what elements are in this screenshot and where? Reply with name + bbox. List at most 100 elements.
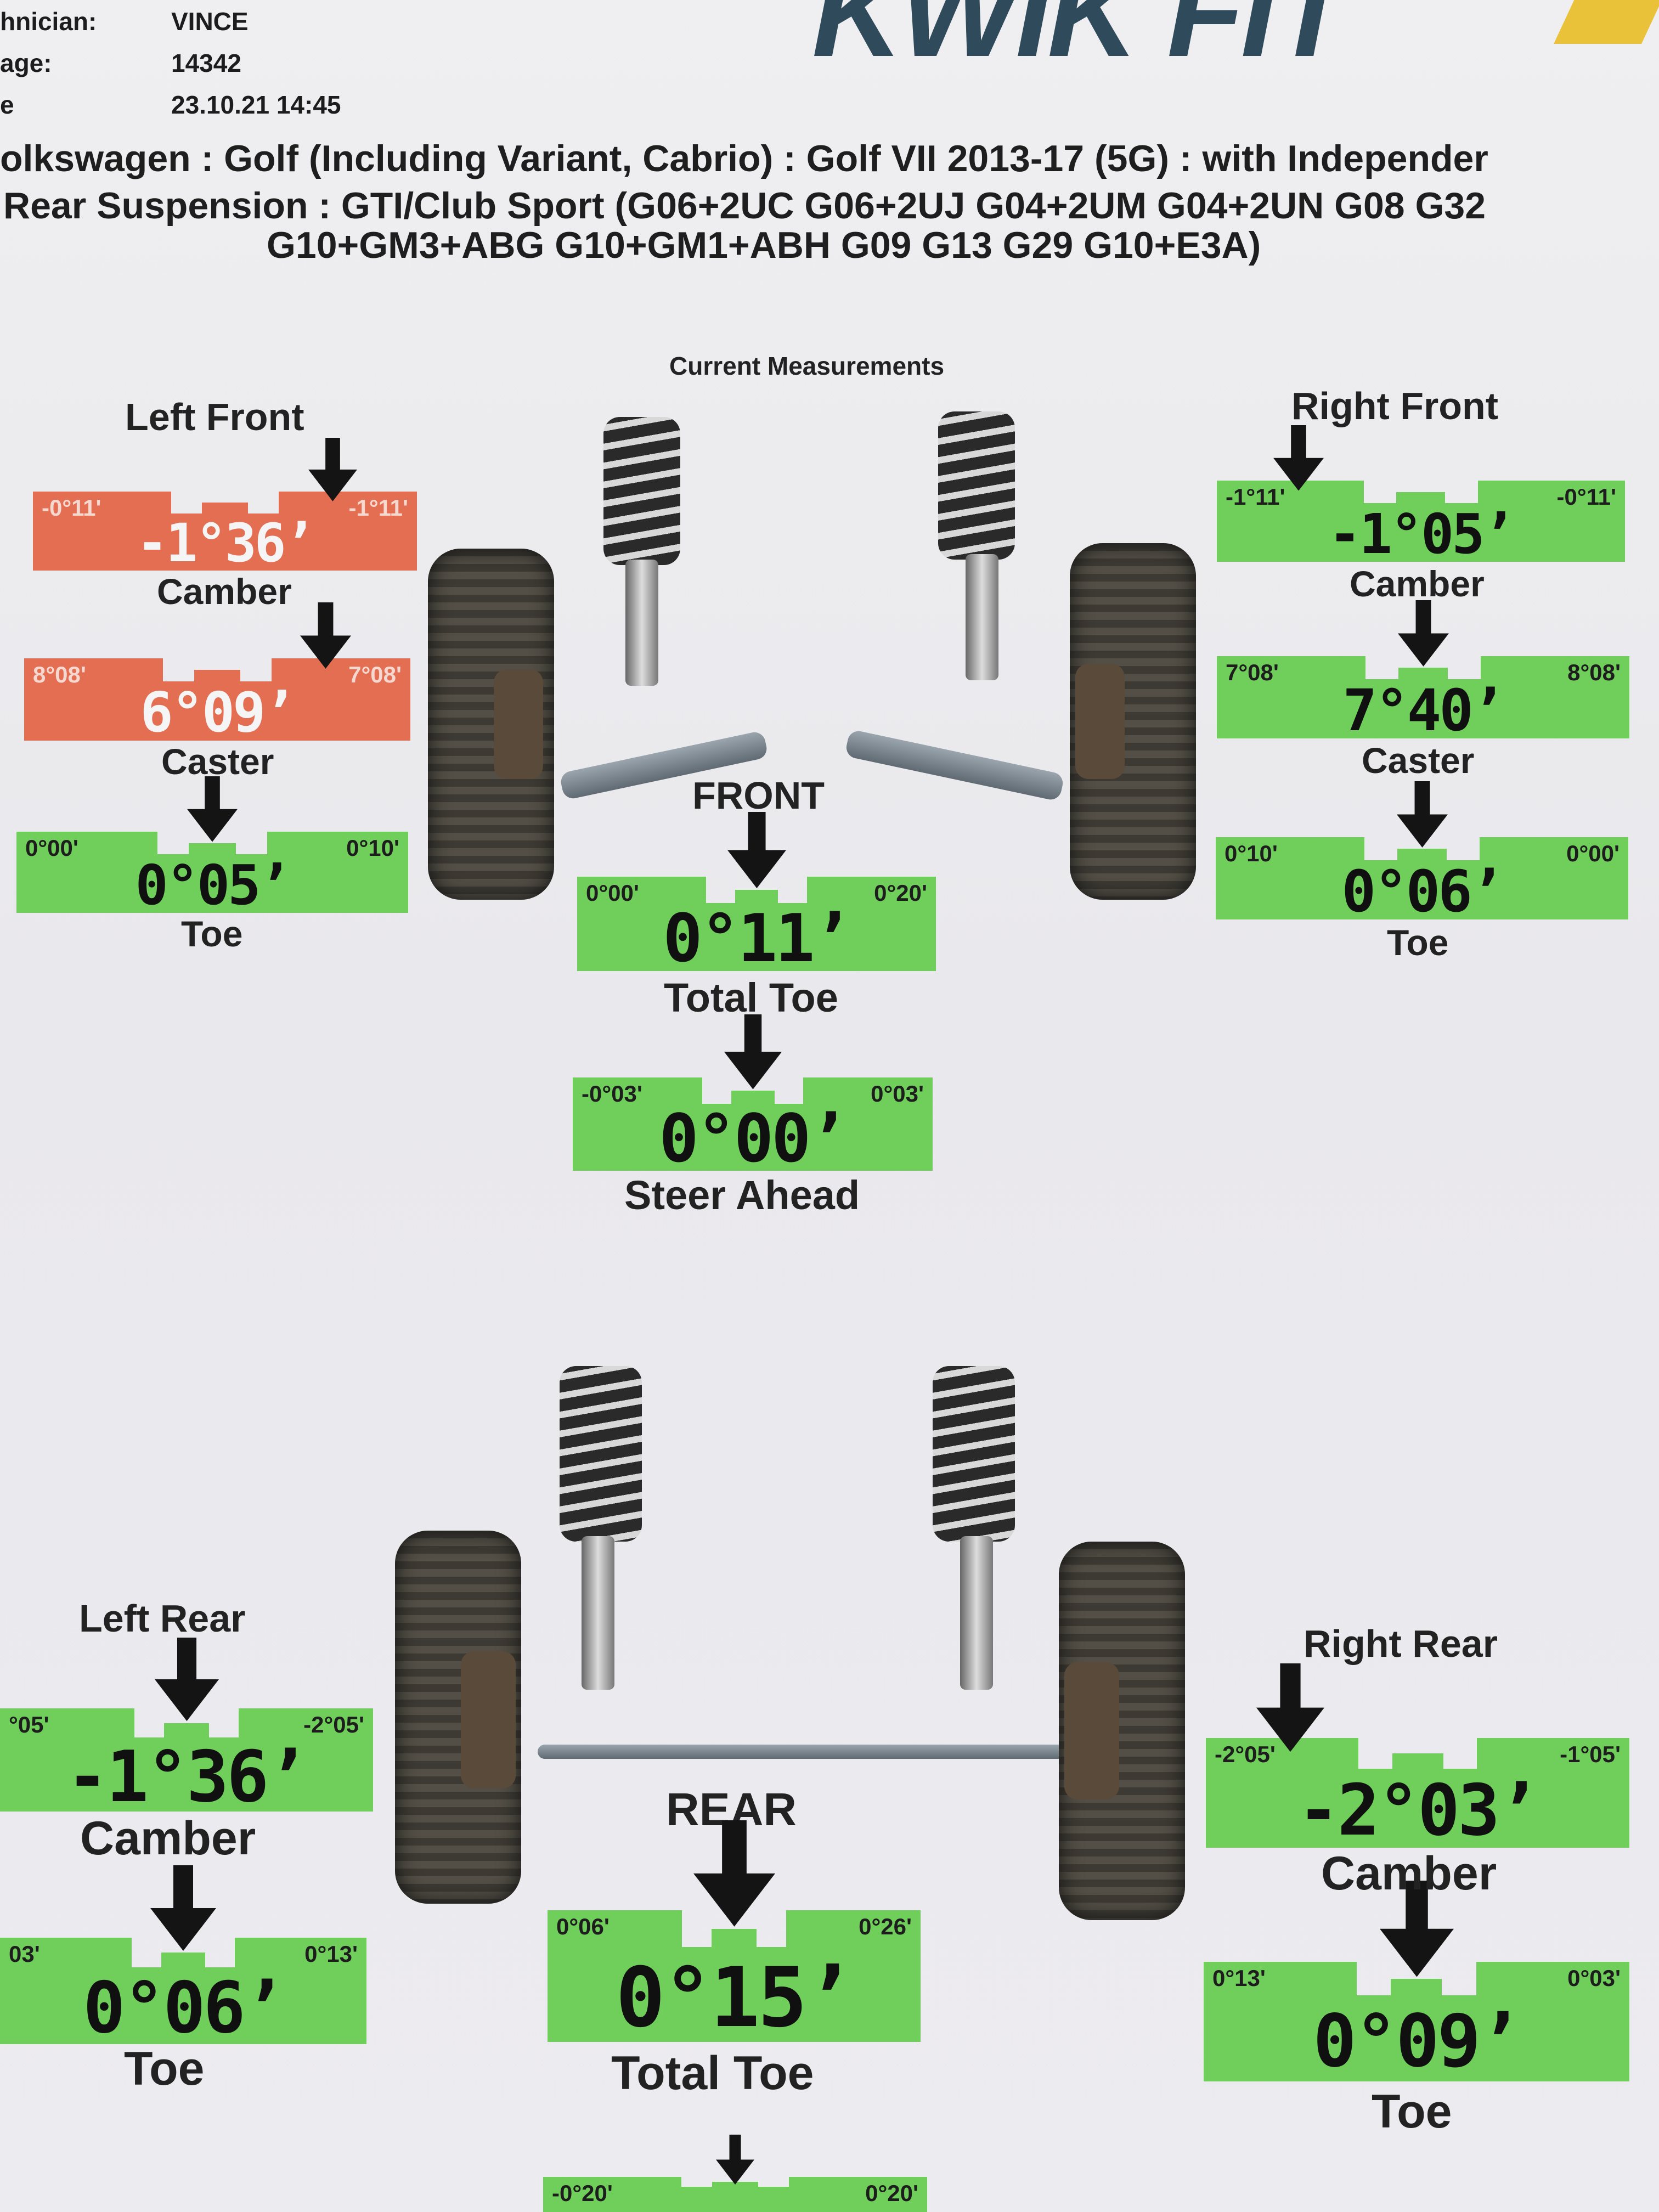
front-total-toe-arrow-icon xyxy=(727,812,786,889)
front-right-camber-label: Camber xyxy=(1350,563,1485,604)
front-right-toe-gauge: 0°10' 0°00' 0°06’ xyxy=(1216,837,1628,925)
front-right-caster-arrow-icon xyxy=(1397,600,1449,667)
front-left-strut xyxy=(625,560,658,686)
front-left-toe-gauge-left-shoulder xyxy=(16,832,157,854)
front-right-camber-gauge-center-notch xyxy=(1396,492,1445,504)
front-right-camber-gauge: -1°11' -0°11' -1°05’ xyxy=(1217,481,1625,566)
rear-thrust-arrow-icon xyxy=(716,2135,754,2185)
front-right-camber-value: -1°05’ xyxy=(1328,501,1515,566)
rear-left-toe-arrow-icon xyxy=(150,1865,216,1951)
front-left-camber-gauge-center-notch xyxy=(202,503,248,514)
front-left-caster-gauge-center-notch xyxy=(194,670,240,681)
rear-right-toe-min-value: 0°13' xyxy=(1212,1965,1266,1991)
rear-left-camber-gauge-right-shoulder xyxy=(239,1708,373,1737)
rear-left-camber-max-value: -2°05' xyxy=(303,1712,364,1737)
rear-total-toe-value: 0°15’ xyxy=(616,1950,855,2046)
front-right-toe-min-value: 0°10' xyxy=(1224,840,1278,866)
rear-left-camber-gauge: °05'-2°05'-1°36’ xyxy=(0,1708,373,1818)
rear-right-strut xyxy=(960,1536,993,1690)
steer-ahead-label: Steer Ahead xyxy=(624,1172,860,1218)
front-left-camber-arrow-icon xyxy=(308,438,357,501)
front-right-camber-gauge-right-shoulder xyxy=(1478,481,1625,503)
rear-left-camber-gauge-bar xyxy=(0,1737,373,1812)
rear-right-camber-min-value: -2°05' xyxy=(1215,1741,1276,1767)
rear-right-toe-max-value: 0°03' xyxy=(1567,1965,1621,1991)
steer-ahead-max-value: 0°03' xyxy=(871,1081,924,1107)
front-right-camber-arrow-icon xyxy=(1273,425,1324,491)
rear-right-camber-value: -2°03’ xyxy=(1297,1770,1540,1852)
rear-left-camber-gauge-left-shoulder xyxy=(0,1708,134,1737)
front-axle-label: FRONT xyxy=(692,774,825,817)
front-right-toe-gauge-center-notch xyxy=(1397,849,1447,860)
steer-ahead-arrow-icon xyxy=(724,1014,782,1089)
rear-left-toe-gauge-bar xyxy=(0,1967,366,2044)
front-right-toe-value: 0°06’ xyxy=(1341,858,1504,925)
front-right-toe-max-value: 0°00' xyxy=(1566,840,1620,866)
rear-right-camber-gauge-bar xyxy=(1206,1769,1629,1848)
rear-right-camber-gauge-center-notch xyxy=(1392,1753,1443,1769)
rear-thrust-gauge-left-shoulder xyxy=(543,2177,681,2187)
rear-thrust-gauge: -0°20' 0°20' xyxy=(543,2177,927,2212)
front-left-camber-label: Camber xyxy=(157,571,292,612)
front-left-spring xyxy=(603,417,680,565)
rear-left-toe-gauge-right-shoulder xyxy=(235,1938,366,1967)
front-total-toe-gauge-center-notch xyxy=(735,890,778,903)
rear-total-toe-label: Total Toe xyxy=(611,2047,814,2100)
rear-left-hub xyxy=(461,1651,516,1788)
front-left-toe-gauge-center-notch xyxy=(189,843,236,855)
front-left-caster-max-value: 7°08' xyxy=(348,662,402,687)
front-left-caster-min-value: 8°08' xyxy=(33,662,86,687)
rear-left-camber-gauge-center-notch xyxy=(164,1723,209,1738)
rear-right-hub xyxy=(1064,1662,1119,1799)
front-right-toe-gauge-left-shoulder xyxy=(1216,837,1364,860)
rear-total-toe-gauge-bar xyxy=(548,1947,921,2042)
rear-right-toe-label: Toe xyxy=(1372,2085,1452,2138)
steer-ahead-value: 0°00’ xyxy=(659,1101,848,1177)
rear-right-camber-label: Camber xyxy=(1321,1847,1497,1900)
front-left-caster-gauge-bar xyxy=(24,681,410,741)
front-right-caster-gauge-right-shoulder xyxy=(1481,656,1629,679)
steer-ahead-min-value: -0°03' xyxy=(582,1081,642,1107)
rear-left-camber-value: -1°36’ xyxy=(66,1736,309,1818)
rear-thrust-min-value: -0°20' xyxy=(552,2180,613,2206)
rear-left-spring xyxy=(560,1366,642,1542)
front-left-toe-min-value: 0°00' xyxy=(25,835,78,861)
front-right-caster-gauge-left-shoulder xyxy=(1217,656,1365,679)
front-left-camber-value: -1°36’ xyxy=(136,512,316,574)
right-front-title: Right Front xyxy=(1291,385,1499,427)
rear-left-toe-value: 0°06’ xyxy=(83,1967,285,2049)
front-right-caster-gauge-center-notch xyxy=(1398,668,1448,679)
front-right-toe-gauge-right-shoulder xyxy=(1480,837,1628,860)
steer-ahead-gauge-left-shoulder xyxy=(573,1077,702,1104)
rear-left-camber-arrow-icon xyxy=(154,1638,219,1722)
front-left-hub xyxy=(494,669,543,779)
front-left-caster-gauge-left-shoulder xyxy=(24,658,163,681)
rear-left-toe-min-value: 03' xyxy=(9,1941,40,1967)
rear-left-toe-label: Toe xyxy=(124,2042,205,2095)
vehicle-line-3: G10+GM3+ABG G10+GM1+ABH G09 G13 G29 G10+… xyxy=(267,224,1261,266)
front-total-toe-value: 0°11’ xyxy=(663,901,852,977)
rear-left-camber-label: Camber xyxy=(80,1812,256,1865)
front-right-camber-max-value: -0°11' xyxy=(1556,484,1616,510)
rear-right-toe-arrow-icon xyxy=(1379,1880,1454,1977)
rear-total-toe-gauge-right-shoulder xyxy=(786,1910,921,1947)
logo-accent xyxy=(1554,0,1659,44)
front-left-camber-max-value: -1°11' xyxy=(348,495,408,521)
front-left-camber-gauge: -0°11'-1°11'-1°36’ xyxy=(33,492,417,574)
rear-left-toe-gauge-center-notch xyxy=(161,1953,205,1967)
front-right-control-arm xyxy=(844,729,1065,802)
front-left-toe-gauge: 0°00'0°10'0°05’ xyxy=(16,832,408,917)
front-left-camber-gauge-left-shoulder xyxy=(33,492,171,514)
rear-total-toe-min-value: 0°06' xyxy=(556,1914,610,1939)
rear-thrust-max-value: 0°20' xyxy=(865,2180,918,2206)
rear-total-toe-arrow-icon xyxy=(693,1820,775,1927)
front-right-caster-gauge-bar xyxy=(1217,679,1629,738)
front-left-caster-value: 6°09’ xyxy=(140,680,296,744)
front-right-toe-arrow-icon xyxy=(1396,781,1448,848)
front-right-camber-gauge-bar xyxy=(1217,503,1625,562)
rear-right-toe-gauge-center-notch xyxy=(1391,1979,1442,1996)
front-right-caster-label: Caster xyxy=(1362,740,1475,781)
rear-right-camber-arrow-icon xyxy=(1256,1663,1325,1752)
rear-left-toe-gauge-left-shoulder xyxy=(0,1938,132,1967)
front-right-camber-min-value: -1°11' xyxy=(1226,484,1285,510)
